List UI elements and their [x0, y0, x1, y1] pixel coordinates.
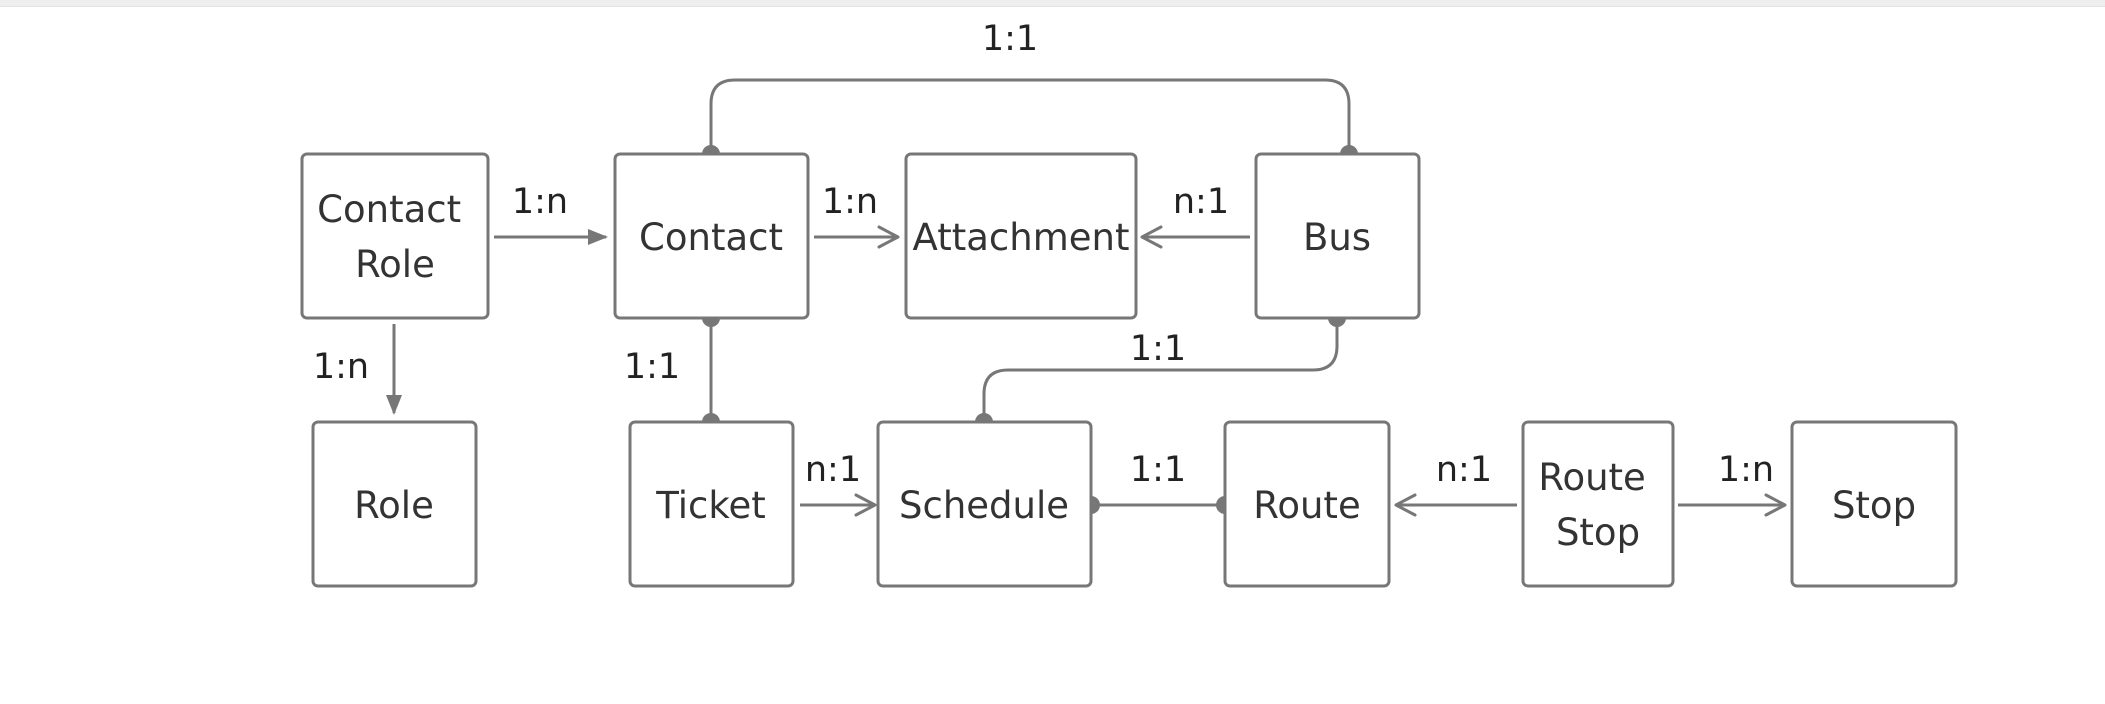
- entity-route-stop[interactable]: Route Stop: [1521, 420, 1675, 588]
- entity-contact-role-line-2: Role: [355, 243, 435, 286]
- edge-bus-schedule[interactable]: [982, 318, 1339, 422]
- entity-route-stop-label: Route Stop: [1538, 456, 1657, 554]
- entity-attachment[interactable]: Attachment: [904, 152, 1138, 320]
- entity-contact-role[interactable]: Contact Role: [300, 152, 490, 320]
- entity-ticket-label: Ticket: [655, 484, 765, 527]
- entity-contact-label: Contact: [639, 216, 783, 259]
- entity-route[interactable]: Route: [1223, 420, 1391, 588]
- entity-ticket[interactable]: Ticket: [628, 420, 795, 588]
- edge-label-contact-attachment: 1:n: [822, 182, 878, 222]
- entity-attachment-label: Attachment: [913, 216, 1130, 259]
- edge-contact-bus[interactable]: [709, 78, 1351, 153]
- edge-label-bus-attachment: n:1: [1173, 182, 1229, 222]
- entity-contact[interactable]: Contact: [613, 152, 810, 320]
- edge-label-bus-schedule: 1:1: [1130, 329, 1186, 369]
- entity-role-label: Role: [354, 484, 434, 527]
- edge-label-routestop-stop: 1:n: [1718, 450, 1774, 490]
- entity-route-stop-line-1: Route: [1538, 456, 1645, 499]
- entity-schedule-label: Schedule: [899, 484, 1069, 527]
- edge-label-contactrole-contact: 1:n: [512, 182, 568, 222]
- entity-stop[interactable]: Stop: [1790, 420, 1958, 588]
- entity-stop-label: Stop: [1832, 484, 1916, 527]
- entity-bus-label: Bus: [1303, 216, 1371, 259]
- edge-label-routestop-route: n:1: [1436, 450, 1492, 490]
- edge-label-contactrole-role: 1:n: [313, 347, 369, 387]
- entity-bus[interactable]: Bus: [1254, 152, 1421, 320]
- edge-label-ticket-schedule: n:1: [805, 450, 861, 490]
- entity-schedule[interactable]: Schedule: [876, 420, 1093, 588]
- entity-contact-role-label: Contact Role: [317, 188, 473, 286]
- entity-route-stop-line-2: Stop: [1556, 511, 1640, 554]
- edge-label-schedule-route: 1:1: [1130, 450, 1186, 490]
- canvas-top-border: [0, 0, 2105, 7]
- entity-route-label: Route: [1253, 484, 1360, 527]
- edge-label-contact-ticket: 1:1: [624, 347, 680, 387]
- entity-contact-role-line-1: Contact: [317, 188, 461, 231]
- entity-role[interactable]: Role: [311, 420, 478, 588]
- edge-label-contact-bus: 1:1: [982, 19, 1038, 59]
